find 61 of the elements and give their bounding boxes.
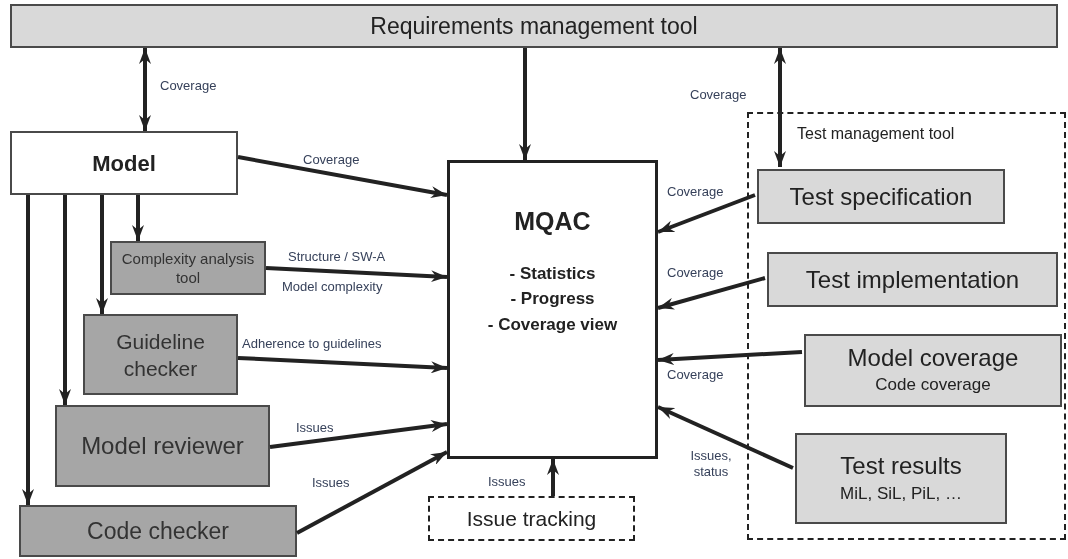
arrow [96, 195, 108, 314]
process-box [10, 131, 238, 195]
edge-label: Coverage [303, 152, 360, 168]
node-text: - Statistics [509, 262, 596, 285]
arrow [132, 195, 144, 241]
tool-box [19, 505, 297, 557]
edge-label: Issues, status [689, 448, 733, 480]
arrow [657, 405, 794, 470]
edge-label: Coverage [667, 184, 724, 200]
node-title: Test management tool [797, 124, 955, 144]
edge-label: Issues [312, 475, 350, 491]
arrow [269, 420, 448, 449]
dashed-box [428, 496, 635, 541]
arrow [657, 193, 756, 234]
edge-label: Issues [488, 474, 526, 490]
process-box [10, 4, 1058, 48]
node-title: Requirements management tool [370, 11, 698, 41]
arrow [657, 350, 803, 366]
edge-label: Coverage [690, 87, 747, 103]
node-title: Test implementation [805, 264, 1020, 295]
process-box [795, 433, 1007, 524]
dashed-container [747, 112, 1066, 540]
edge-label: Coverage [667, 265, 724, 281]
node-text: - Coverage view [487, 313, 618, 336]
process-box [804, 334, 1062, 407]
arrow [139, 48, 151, 131]
tool-box [55, 405, 270, 487]
process-box [447, 160, 658, 459]
node-title: Model coverage [847, 343, 1019, 372]
arrow [519, 48, 531, 160]
process-box [757, 169, 1005, 224]
arrow [22, 195, 34, 505]
node-title: Model reviewer [80, 431, 245, 461]
arrow [59, 195, 71, 405]
arrow [296, 450, 448, 535]
arrow [237, 356, 448, 374]
node-title: Test results [840, 450, 962, 481]
node-title: Code checker [87, 516, 229, 546]
node-title: Guideline checker [115, 328, 206, 382]
edge-label: Coverage [667, 367, 724, 383]
edge-label: Adherence to guidelines [242, 336, 382, 352]
node-title: Issue tracking [466, 505, 597, 532]
arrow [265, 266, 448, 283]
node-title: MQAC [514, 206, 591, 237]
node-text: - Progress [510, 288, 595, 310]
node-title: Complexity analysis tool [120, 249, 256, 287]
node-title: Test specification [789, 181, 973, 212]
node-title: Model [92, 149, 156, 178]
arrow [547, 459, 559, 496]
node-text: MiL, SiL, PiL, … [840, 482, 962, 505]
arrow [237, 155, 448, 199]
arrow [657, 276, 766, 310]
arrow [774, 48, 786, 167]
tool-box [83, 314, 238, 395]
edge-label: Structure / SW-A [288, 249, 386, 265]
edge-label: Coverage [160, 78, 217, 94]
edge-label: Issues [296, 420, 334, 436]
annotation-label: Model complexity [282, 279, 383, 295]
node-text: Code coverage [875, 373, 991, 396]
process-box [767, 252, 1058, 307]
tool-box [110, 241, 266, 295]
